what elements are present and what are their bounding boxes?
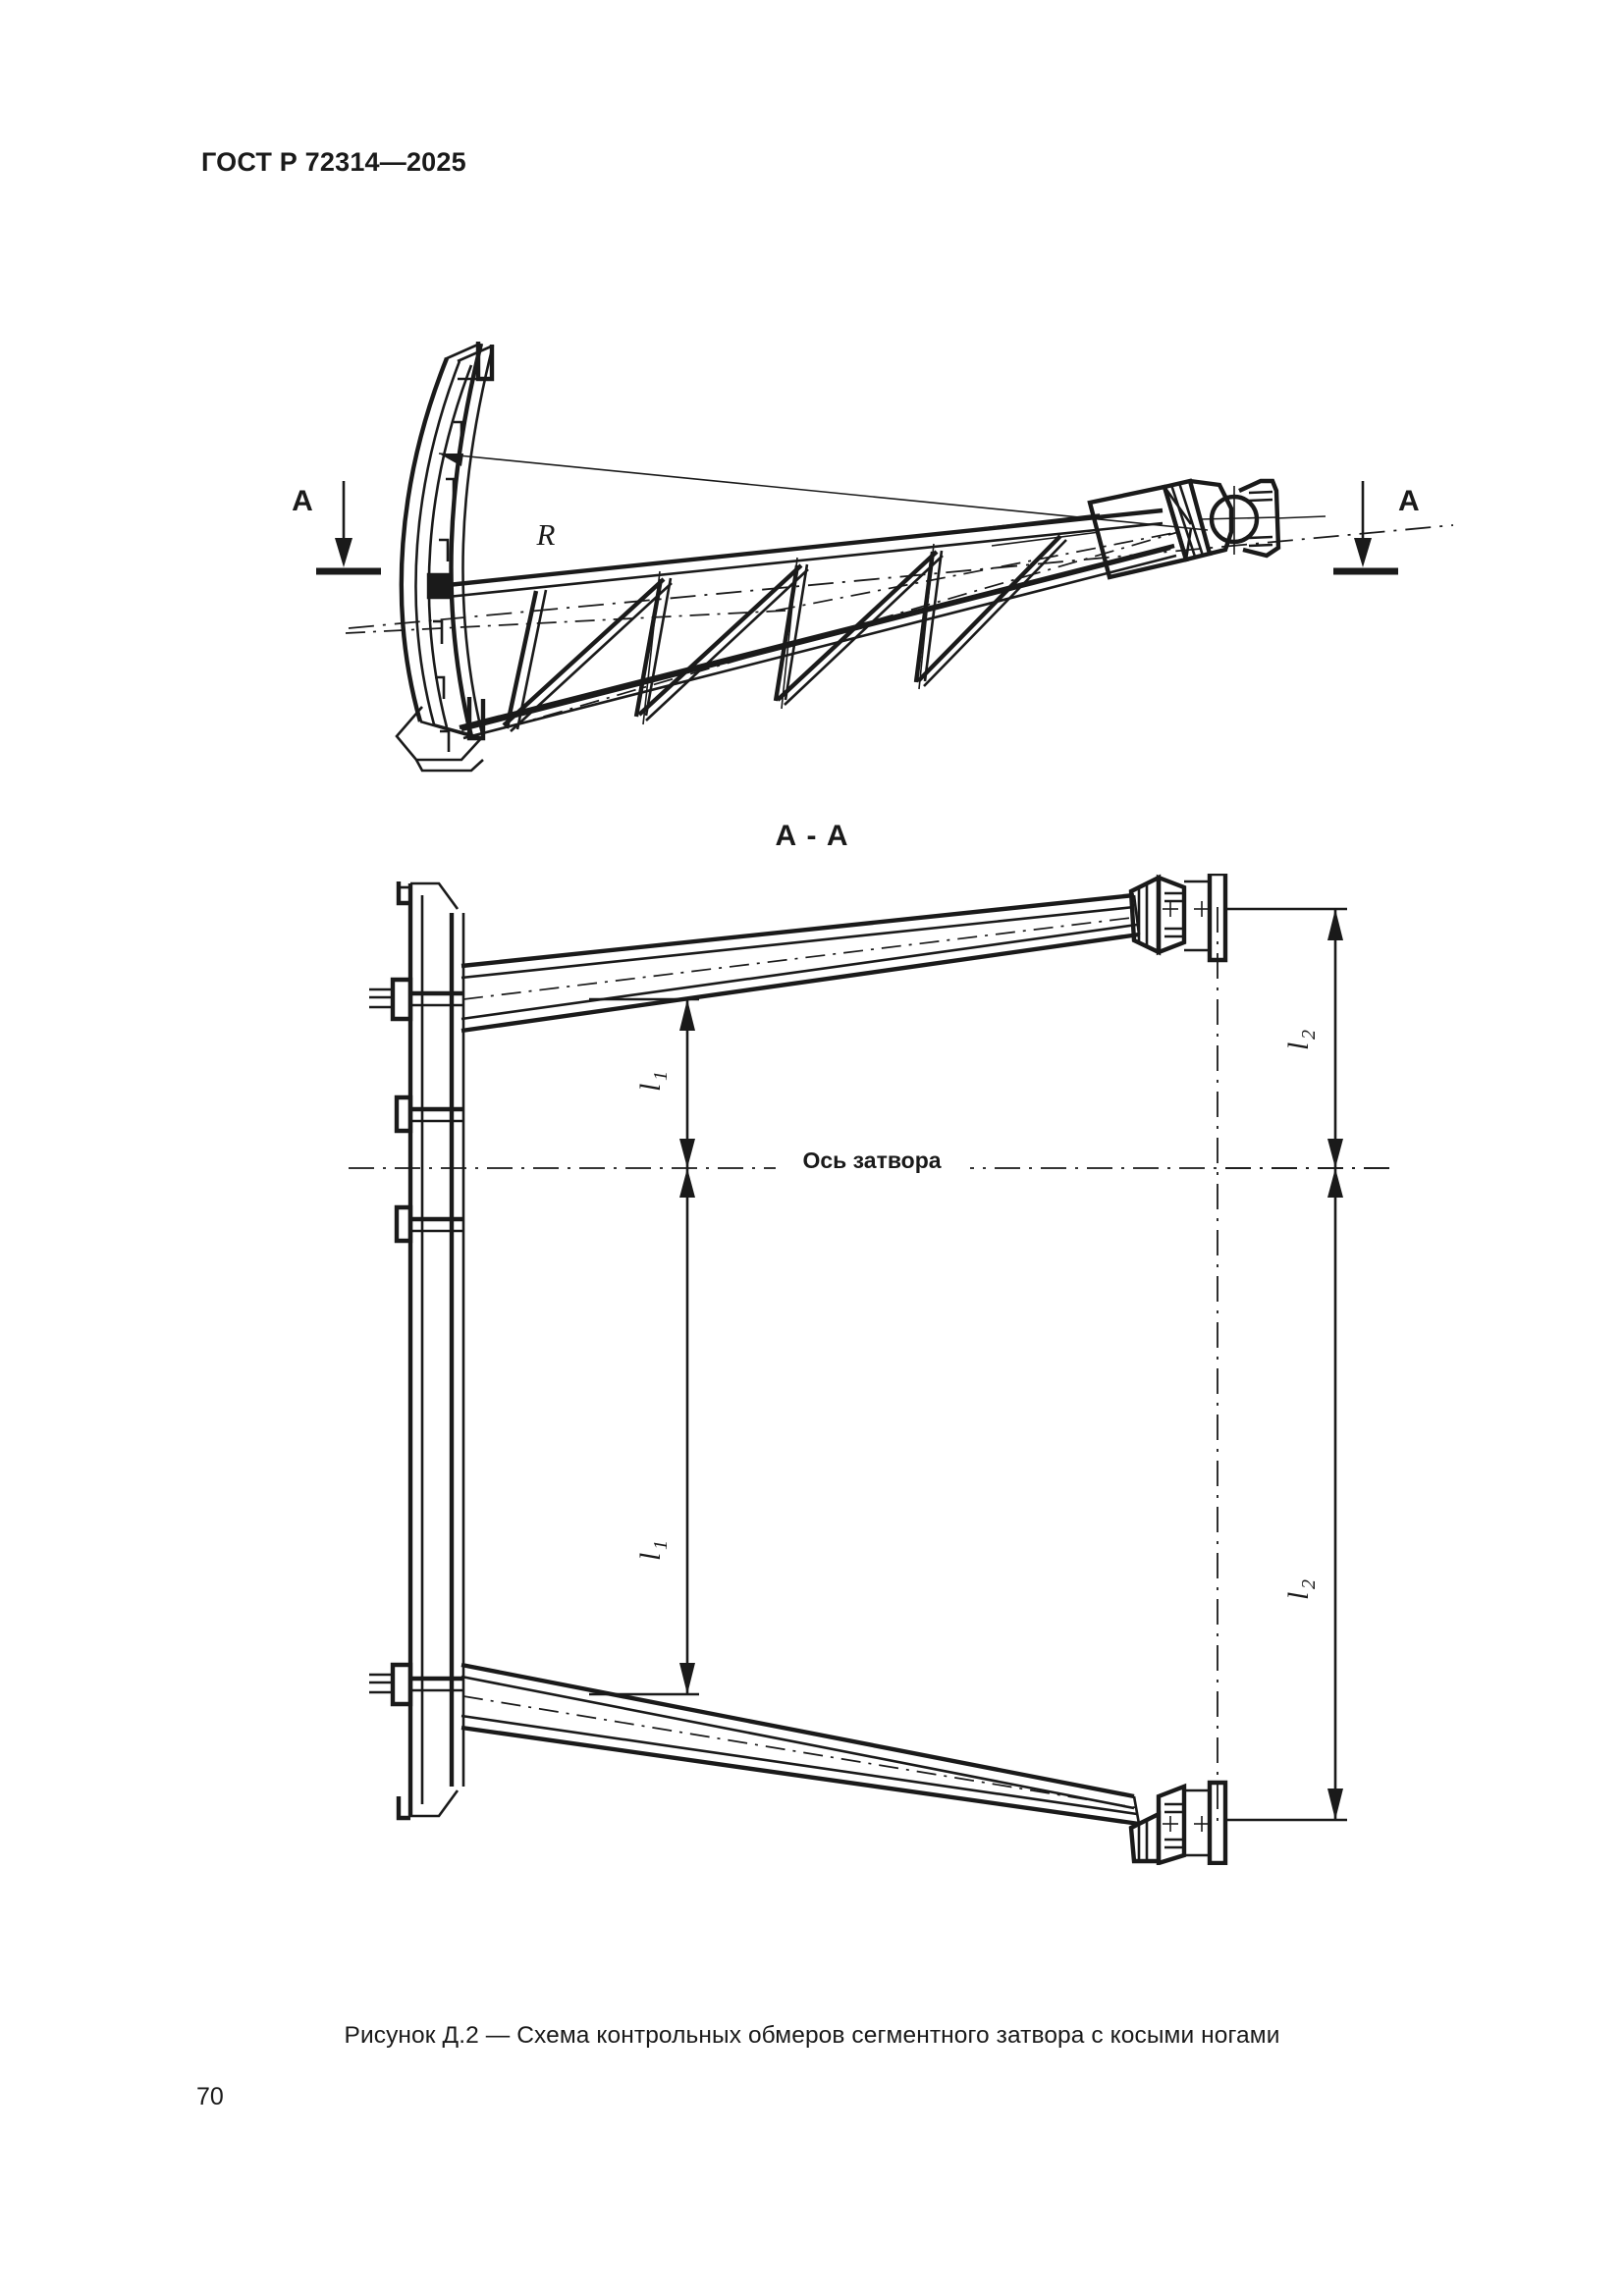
svg-text:2: 2 xyxy=(1298,1579,1320,1589)
document-header-standard-number: ГОСТ Р 72314—2025 xyxy=(201,147,466,177)
lower-bearing-assembly xyxy=(1128,1780,1228,1865)
upper-leg xyxy=(460,892,1141,1034)
dim-label-l2-lower: l 2 xyxy=(1282,1579,1320,1600)
dim-label-l2-upper: l 2 xyxy=(1282,1030,1320,1050)
svg-text:1: 1 xyxy=(650,1071,672,1081)
svg-text:l: l xyxy=(634,1084,667,1092)
radius-label: R xyxy=(536,517,556,552)
skin-plate-bracket xyxy=(394,1204,413,1244)
upper-bearing-assembly xyxy=(1128,874,1228,963)
dim-label-l1-lower: l 1 xyxy=(634,1540,672,1561)
section-label-left: А xyxy=(292,485,313,517)
figure-d2: А А R А - А xyxy=(0,187,1624,2049)
section-title-a-a: А - А xyxy=(775,820,849,852)
svg-text:l: l xyxy=(1282,1042,1315,1050)
svg-text:l: l xyxy=(634,1553,667,1561)
dimension-l1 xyxy=(589,997,699,1696)
figure-caption: Рисунок Д.2 — Схема контрольных обмеров … xyxy=(344,2022,1280,2049)
plan-view-drawing: А А R xyxy=(292,342,1454,773)
svg-text:l: l xyxy=(1282,1592,1315,1600)
page-number: 70 xyxy=(196,2083,224,2110)
skin-plate-bracket xyxy=(369,1662,413,1707)
section-label-right: А xyxy=(1398,485,1420,517)
lower-leg xyxy=(460,1662,1141,1827)
svg-text:2: 2 xyxy=(1298,1030,1320,1040)
section-view-drawing: l 1 l 1 l 2 xyxy=(349,874,1394,1865)
dimension-l2 xyxy=(1225,907,1394,1822)
svg-text:1: 1 xyxy=(650,1540,672,1550)
section-mark-right xyxy=(1333,481,1398,575)
skin-plate-bracket xyxy=(394,1095,413,1134)
skin-plate-bracket xyxy=(369,977,413,1022)
dim-label-l1-upper: l 1 xyxy=(634,1071,672,1092)
section-mark-left xyxy=(316,481,381,575)
gate-axis-label: Ось затвора xyxy=(802,1148,941,1173)
